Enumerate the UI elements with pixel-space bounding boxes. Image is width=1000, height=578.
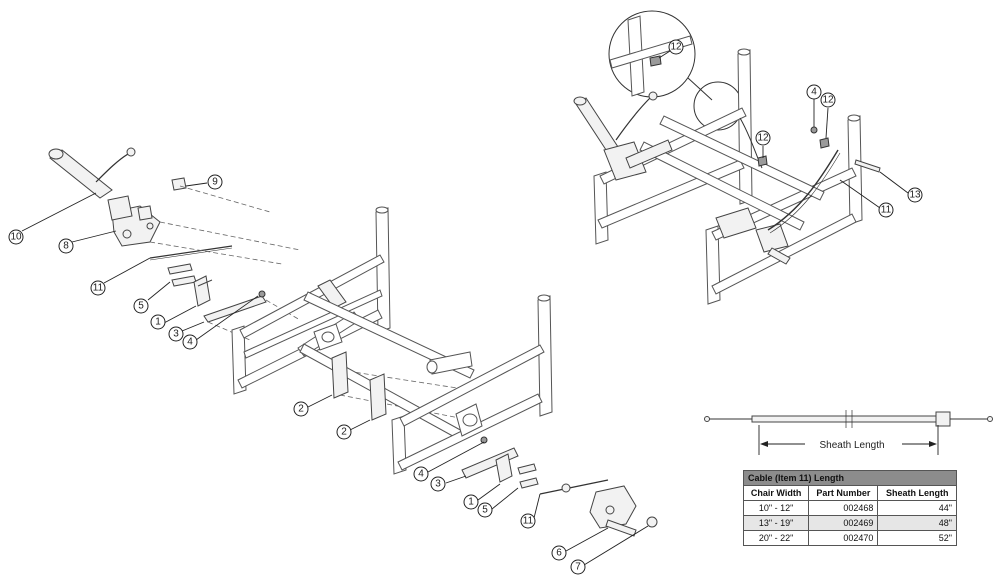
svg-text:1: 1 — [468, 497, 474, 508]
callout-12: 12 — [668, 39, 684, 55]
table-row: 10" - 12" 002468 44" — [742, 500, 957, 516]
callout-2: 2 — [293, 401, 309, 417]
svg-text:4: 4 — [187, 337, 193, 348]
svg-text:4: 4 — [811, 87, 817, 98]
callout-9: 9 — [207, 174, 223, 190]
cell-sheath-length: 52" — [877, 530, 957, 546]
cell-chair-width: 10" - 12" — [742, 500, 810, 516]
mounting-brackets — [331, 351, 387, 421]
callout-1: 1 — [150, 314, 166, 330]
callout-2: 2 — [336, 424, 352, 440]
right-lever-assembly — [461, 436, 658, 537]
svg-text:9: 9 — [212, 177, 218, 188]
svg-text:12: 12 — [670, 42, 682, 53]
svg-text:2: 2 — [298, 404, 304, 415]
svg-text:8: 8 — [63, 241, 69, 252]
svg-text:10: 10 — [10, 232, 22, 243]
column-header-chair-width: Chair Width — [742, 485, 810, 501]
svg-text:5: 5 — [138, 301, 144, 312]
callout-4: 4 — [413, 466, 429, 482]
callout-5: 5 — [477, 502, 493, 518]
callout-7: 7 — [570, 559, 586, 575]
svg-text:1: 1 — [155, 317, 161, 328]
table-row: 13" - 19" 002469 48" — [742, 515, 957, 531]
table-row: 20" - 22" 002470 52" — [742, 530, 957, 546]
svg-text:12: 12 — [757, 133, 769, 144]
svg-text:11: 11 — [881, 205, 892, 216]
cell-part-number: 002469 — [808, 515, 879, 531]
callout-3: 3 — [430, 476, 446, 492]
sheath-length-label: Sheath Length — [819, 440, 884, 451]
callout-11: 11 — [520, 513, 536, 529]
cell-part-number: 002468 — [808, 500, 879, 516]
callout-6: 6 — [551, 545, 567, 561]
left-handle-assembly — [48, 147, 267, 323]
callout-5: 5 — [133, 298, 149, 314]
callout-4: 4 — [806, 84, 822, 100]
cell-sheath-length: 44" — [877, 500, 957, 516]
svg-text:11: 11 — [93, 283, 104, 294]
svg-text:13: 13 — [909, 190, 921, 201]
callout-12: 12 — [755, 130, 771, 146]
callout-11: 11 — [90, 280, 106, 296]
callouts: 10 8 11 5 1 3 4 9 2 2 4 3 1 5 11 6 7 12 … — [8, 39, 923, 575]
callout-1: 1 — [463, 494, 479, 510]
svg-text:12: 12 — [822, 95, 834, 106]
svg-text:4: 4 — [418, 469, 424, 480]
cell-chair-width: 20" - 22" — [742, 530, 810, 546]
column-header-sheath-length: Sheath Length — [877, 485, 957, 501]
callout-10: 10 — [8, 229, 24, 245]
svg-text:6: 6 — [556, 548, 562, 559]
callout-4: 4 — [182, 334, 198, 350]
callout-8: 8 — [58, 238, 74, 254]
table-title: Cable (Item 11) Length — [743, 470, 957, 486]
svg-text:7: 7 — [575, 562, 581, 573]
cable-length-table: Cable (Item 11) Length Chair Width Part … — [742, 470, 957, 546]
cell-chair-width: 13" - 19" — [742, 515, 810, 531]
svg-text:11: 11 — [523, 516, 534, 527]
cell-sheath-length: 48" — [877, 515, 957, 531]
cable-detail: Sheath Length — [704, 410, 993, 455]
cell-part-number: 002470 — [808, 530, 879, 546]
wheelchair-frame — [231, 206, 553, 475]
svg-text:2: 2 — [341, 427, 347, 438]
assembled-view — [573, 10, 881, 305]
callout-3: 3 — [168, 326, 184, 342]
svg-text:3: 3 — [435, 479, 441, 490]
callout-11: 11 — [878, 202, 894, 218]
callout-13: 13 — [907, 187, 923, 203]
svg-text:3: 3 — [173, 329, 179, 340]
callout-12: 12 — [820, 92, 836, 108]
svg-text:5: 5 — [482, 505, 488, 516]
column-header-part-number: Part Number — [808, 485, 879, 501]
